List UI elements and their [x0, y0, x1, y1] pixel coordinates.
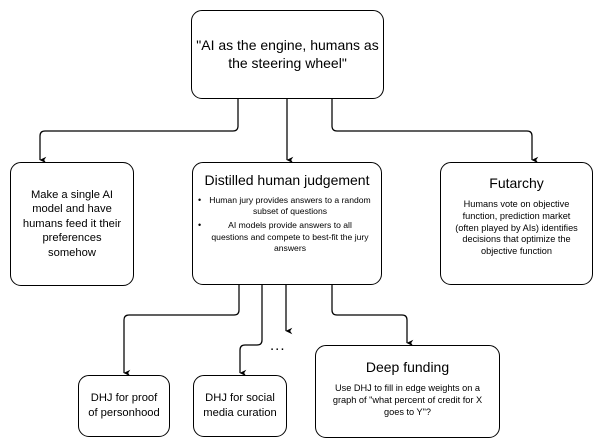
bullet-dot-icon: •: [198, 195, 202, 206]
node-title: Deep funding: [365, 359, 450, 375]
node-deep-funding[interactable]: Deep funding Use DHJ to fill in edge wei…: [315, 345, 500, 438]
node-single-ai-model[interactable]: Make a single AI model and have humans f…: [10, 162, 134, 286]
bullet-text: AI models provide answers to all questio…: [211, 220, 369, 253]
list-item: • AI models provide answers to all quest…: [198, 220, 371, 254]
list-item: • Human jury provides answers to a rando…: [198, 195, 371, 217]
node-title: Futarchy: [489, 175, 544, 191]
edge-dhj-to-deep-funding: [331, 285, 414, 347]
bullet-text: Human jury provides answers to a random …: [209, 195, 371, 217]
edge-root-to-single-model: [39, 99, 239, 164]
node-distilled-human-judgement[interactable]: Distilled human judgement • Human jury p…: [192, 162, 382, 285]
node-futarchy[interactable]: Futarchy Humans vote on objective functi…: [440, 162, 593, 285]
edge-root-to-futarchy: [331, 99, 539, 164]
node-title: Make a single AI model and have humans f…: [22, 188, 122, 259]
node-dhj-social-media-curation[interactable]: DHJ for social media curation: [193, 375, 287, 437]
node-title: DHJ for proof of personhood: [88, 392, 160, 419]
node-body: Use DHJ to fill in edge weights on a gra…: [332, 383, 483, 417]
bullet-dot-icon: •: [198, 220, 202, 231]
node-bullet-list: • Human jury provides answers to a rando…: [193, 195, 381, 254]
node-body: Humans vote on objective function, predi…: [455, 199, 578, 257]
node-title: Distilled human judgement: [204, 172, 370, 188]
node-title: "AI as the engine, humans as the steerin…: [196, 37, 379, 71]
ellipsis-label: ...: [270, 337, 286, 354]
edge-dhj-to-dhj-social: [239, 285, 263, 377]
node-title: DHJ for social media curation: [203, 392, 277, 419]
edge-dhj-to-dhj-personhood: [123, 285, 240, 377]
node-dhj-proof-of-personhood[interactable]: DHJ for proof of personhood: [78, 375, 170, 437]
node-ai-engine-humans-steering-wheel[interactable]: "AI as the engine, humans as the steerin…: [191, 10, 384, 99]
